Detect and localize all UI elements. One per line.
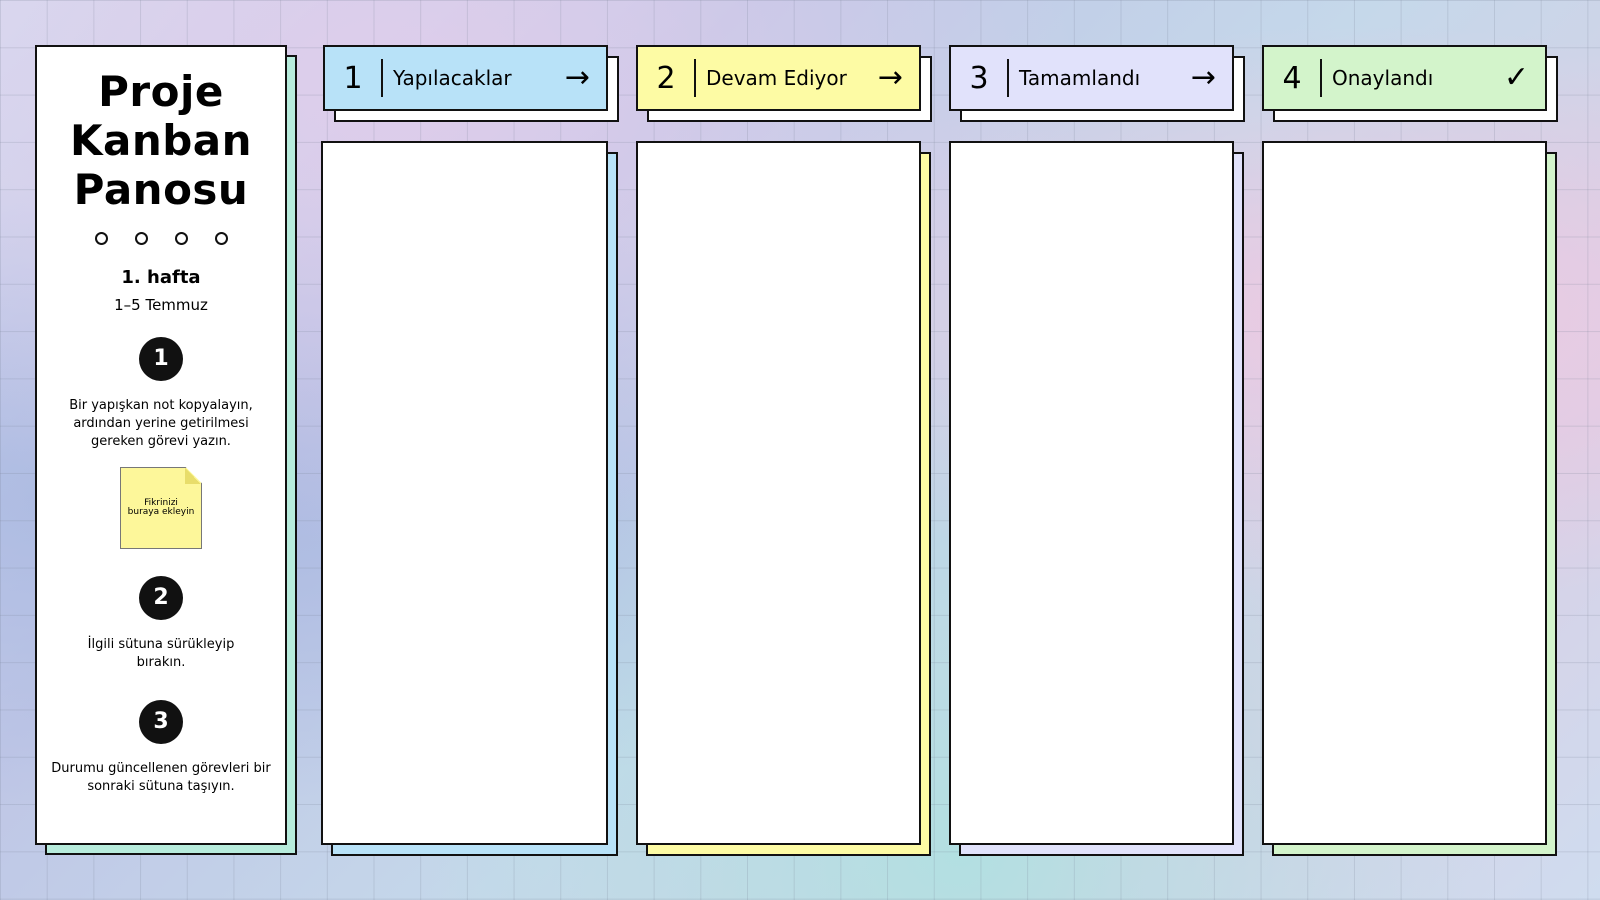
column-4-header: 4 Onaylandı ✓ xyxy=(1262,45,1547,111)
date-range: 1–5 Temmuz xyxy=(114,296,208,314)
decorative-dots xyxy=(37,232,285,245)
column-4-divider xyxy=(1320,59,1322,97)
column-2-number: 2 xyxy=(656,60,676,96)
week-label: 1. hafta xyxy=(121,267,201,288)
arrow-right-icon: → xyxy=(564,60,590,95)
column-3-header: 3 Tamamlandı → xyxy=(949,45,1234,111)
column-1-divider xyxy=(381,59,383,97)
arrow-right-icon: → xyxy=(877,60,903,95)
step-1-badge: 1 xyxy=(139,337,183,381)
info-panel: Proje Kanban Panosu 1. hafta 1–5 Temmuz … xyxy=(35,45,287,845)
dot-icon xyxy=(134,232,148,245)
column-2-dropzone[interactable] xyxy=(636,141,921,845)
column-1-header: 1 Yapılacaklar → xyxy=(323,45,608,111)
dot-icon xyxy=(214,232,228,245)
column-3-dropzone[interactable] xyxy=(949,141,1234,845)
arrow-right-icon: → xyxy=(1190,60,1216,95)
column-3-divider xyxy=(1007,59,1009,97)
column-1-number: 1 xyxy=(343,60,363,96)
dot-icon xyxy=(94,232,108,245)
step-2-text: İlgili sütuna sürükleyip bırakın. xyxy=(87,637,235,670)
step-3-badge: 3 xyxy=(139,700,183,744)
column-3-number: 3 xyxy=(969,60,989,96)
step-3-text: Durumu güncellenen görevleri bir sonraki… xyxy=(51,761,271,794)
column-1-dropzone[interactable] xyxy=(321,141,608,845)
sticky-note-line-1: Fikrinizi xyxy=(144,498,178,508)
board-title-line-1: Proje xyxy=(98,67,224,116)
column-4-number: 4 xyxy=(1282,60,1302,96)
column-2-header: 2 Devam Ediyor → xyxy=(636,45,921,111)
column-2-label: Devam Ediyor xyxy=(706,66,847,90)
board-title: Proje Kanban Panosu xyxy=(37,67,285,214)
dot-icon xyxy=(174,232,188,245)
checkmark-icon: ✓ xyxy=(1503,60,1529,95)
column-1-label: Yapılacaklar xyxy=(393,66,512,90)
step-1-text: Bir yapışkan not kopyalayın, ardından ye… xyxy=(69,398,253,449)
column-4-dropzone[interactable] xyxy=(1262,141,1547,845)
column-2-divider xyxy=(694,59,696,97)
board-title-line-3: Panosu xyxy=(73,165,249,214)
board-title-line-2: Kanban xyxy=(69,116,253,165)
sticky-note-line-2: buraya ekleyin xyxy=(127,507,195,517)
sticky-note-template[interactable]: Fikrinizi buraya ekleyin xyxy=(120,467,202,549)
column-4-label: Onaylandı xyxy=(1332,66,1434,90)
step-2-badge: 2 xyxy=(139,576,183,620)
column-3-label: Tamamlandı xyxy=(1019,66,1141,90)
